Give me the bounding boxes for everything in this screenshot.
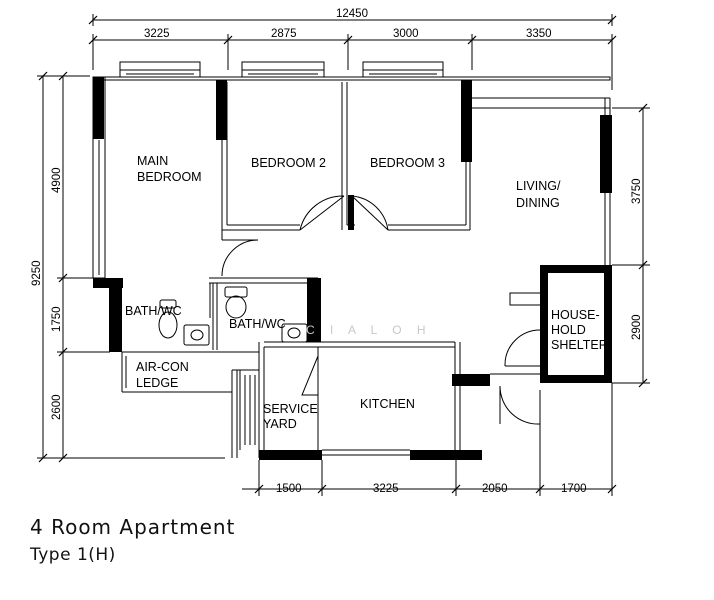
room-label-service-2: YARD (263, 417, 297, 431)
room-label-aircon-1: AIR-CON (136, 360, 189, 374)
room-label-bedroom-3: BEDROOM 3 (370, 156, 445, 170)
dim-left-overall: 9250 (31, 260, 43, 286)
room-label-service-1: SERVICE (263, 402, 318, 416)
dim-right-1: 3750 (631, 178, 643, 204)
room-label-bath-1: BATH/WC (125, 304, 182, 318)
room-label-kitchen: KITCHEN (360, 397, 415, 411)
dim-left-3: 2600 (51, 394, 63, 420)
plan-title: 4 Room Apartment (30, 515, 236, 539)
dim-bottom-4: 1700 (561, 483, 587, 495)
dim-top-2: 2875 (271, 28, 297, 40)
watermark: C I A L O H (306, 323, 432, 337)
dim-overall-width: 12450 (336, 8, 368, 20)
dim-bottom-2: 3225 (373, 483, 399, 495)
dim-left-1: 4900 (51, 167, 63, 193)
room-label-shelter-1: HOUSE- (551, 308, 600, 322)
dim-bottom-1: 1500 (276, 483, 302, 495)
room-label-living-1: LIVING/ (516, 179, 561, 193)
dim-top-4: 3350 (526, 28, 552, 40)
room-label-main-bedroom-2: BEDROOM (137, 170, 202, 184)
room-label-bedroom-2: BEDROOM 2 (251, 156, 326, 170)
room-label-main-bedroom-1: MAIN (137, 154, 168, 168)
room-label-aircon-2: LEDGE (136, 376, 178, 390)
dim-bottom-3: 2050 (482, 483, 508, 495)
room-label-bath-2: BATH/WC (229, 317, 286, 331)
plan-type: Type 1(H) (30, 545, 116, 565)
dim-right-2: 2900 (631, 314, 643, 340)
room-label-shelter-3: SHELTER (551, 338, 608, 352)
dim-left-2: 1750 (51, 306, 63, 332)
room-label-shelter-2: HOLD (551, 323, 586, 337)
room-label-living-2: DINING (516, 196, 560, 210)
dim-top-1: 3225 (144, 28, 170, 40)
dim-top-3: 3000 (393, 28, 419, 40)
